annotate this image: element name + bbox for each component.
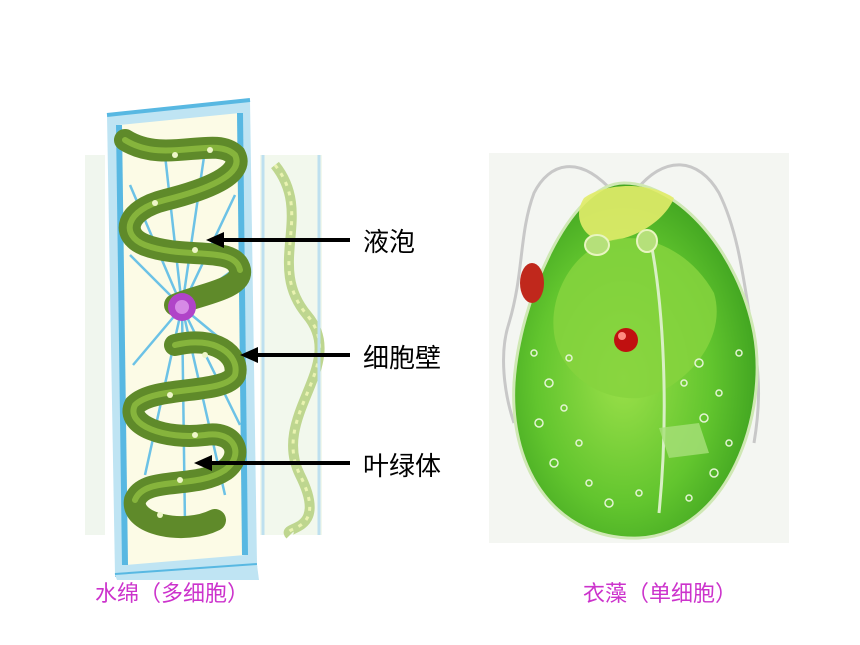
spirogyra-illustration xyxy=(85,98,325,580)
eyespot xyxy=(520,263,544,303)
chlamydomonas-illustration xyxy=(489,153,789,543)
cell-wall-label: 细胞壁 xyxy=(363,344,442,374)
pyrenoid xyxy=(614,328,638,352)
flagellum-left xyxy=(502,165,616,424)
spirogyra-side-filament xyxy=(260,155,325,539)
cell-wall-arrow xyxy=(240,347,350,363)
chloroplast-arrow xyxy=(194,455,350,471)
vacuole-arrow xyxy=(206,232,350,248)
starch-granules xyxy=(530,349,743,508)
spiral-chloroplast xyxy=(114,129,251,538)
chloroplast-label: 叶绿体 xyxy=(363,452,442,482)
left-edge-strip xyxy=(85,155,105,535)
chlamydomonas-caption: 衣藻（单细胞） xyxy=(583,582,738,607)
flagellum-right xyxy=(632,163,761,444)
label-arrows xyxy=(194,232,350,471)
vacuole-label: 液泡 xyxy=(363,228,416,258)
spirogyra-caption: 水绵（多细胞） xyxy=(95,582,250,607)
spirogyra-main-cell xyxy=(106,98,259,580)
cup-chloroplast xyxy=(553,238,717,399)
